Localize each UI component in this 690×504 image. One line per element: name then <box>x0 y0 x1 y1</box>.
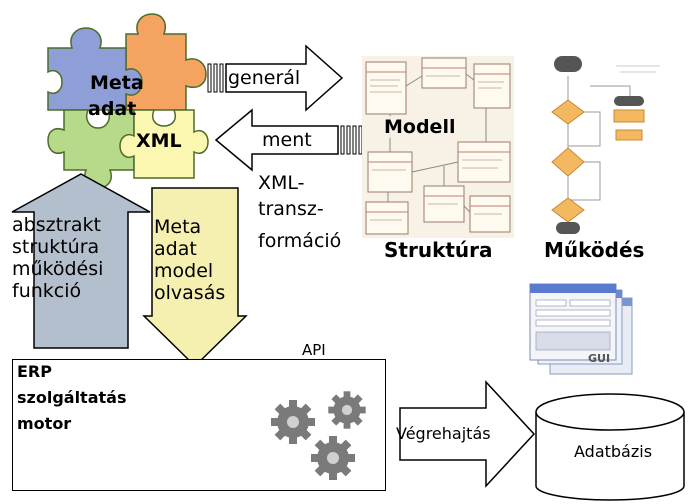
save-arrow: ment <box>214 108 374 172</box>
database-label: Adatbázis <box>574 442 653 461</box>
abstract-line1: absztrakt <box>12 214 101 236</box>
flowchart-icon <box>551 56 660 234</box>
metadata-puzzle: Meta adat XML <box>38 10 210 188</box>
structure-label: Struktúra <box>384 238 493 262</box>
api-label: API <box>302 341 326 359</box>
erp-line3: motor <box>17 414 72 433</box>
metadata-line1: Meta <box>154 216 202 238</box>
xml-transform-line1: XML- <box>258 172 305 194</box>
class-diagram-icon <box>365 57 511 235</box>
puzzle-text-xml: XML <box>136 130 182 152</box>
structure-diagram: Modell <box>362 56 514 238</box>
abstract-line4: funkció <box>12 280 82 302</box>
puzzle-icon <box>47 13 209 188</box>
behavior-diagram <box>530 50 670 236</box>
model-label: Modell <box>382 116 458 138</box>
abstract-line2: struktúra <box>12 236 100 258</box>
behavior-label: Működés <box>544 238 645 262</box>
generate-label: generál <box>228 67 301 89</box>
puzzle-text-meta: Meta <box>90 72 144 94</box>
xml-transform-line3: formáció <box>258 230 342 252</box>
generate-arrow: generál <box>206 44 344 114</box>
database-icon <box>535 393 685 501</box>
gui-thumbnail: GUI <box>528 282 634 376</box>
metadata-line3: model <box>154 260 214 282</box>
xml-transform-line2: transz- <box>258 198 324 220</box>
erp-line1: ERP <box>17 362 52 381</box>
metadata-line4: olvasás <box>154 282 226 304</box>
metadata-line2: adat <box>154 238 197 260</box>
database-cylinder: Adatbázis <box>532 390 688 502</box>
abstract-arrow: absztrakt struktúra működési funkció <box>10 172 152 350</box>
puzzle-text-adat: adat <box>88 98 137 120</box>
erp-engine-box: ERP szolgáltatás motor <box>12 359 386 491</box>
execute-arrow: Végrehajtás <box>394 380 536 488</box>
save-label: ment <box>262 129 312 151</box>
gears-icon <box>271 391 366 480</box>
metadata-read-arrow: Meta adat model olvasás <box>142 186 248 368</box>
execute-label: Végrehajtás <box>396 424 491 443</box>
erp-line2: szolgáltatás <box>17 388 127 407</box>
gui-label: GUI <box>588 352 611 365</box>
abstract-line3: működési <box>12 258 104 280</box>
